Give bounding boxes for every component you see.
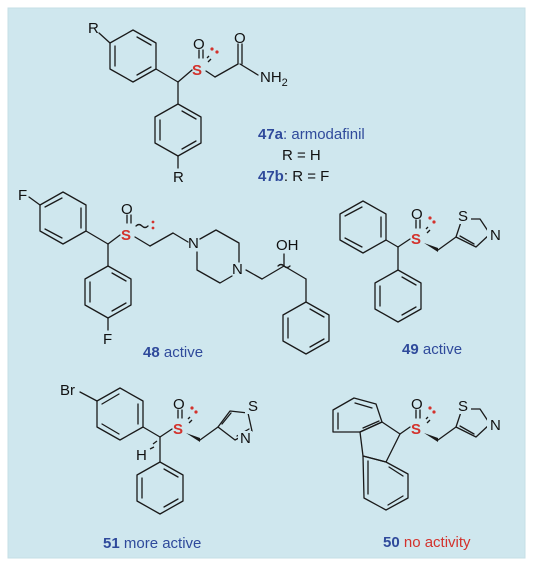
thiazole-sulfur: S: [248, 398, 258, 415]
structure-48: F S O N N OH: [18, 187, 330, 361]
caption-50: 50 no activity: [383, 534, 471, 551]
piperazine-nitrogen: N: [232, 261, 243, 278]
thiazole-nitrogen: N: [240, 430, 251, 447]
fluorene-five-ring: [359, 421, 401, 463]
hydroxyl-group: OH: [276, 237, 299, 254]
caption-47a-substituent: R = H: [282, 147, 321, 164]
background-panel: [7, 7, 526, 559]
oxygen-atom: O: [411, 206, 423, 223]
sulfur-atom: S: [121, 227, 131, 244]
fluorine-atom: F: [103, 331, 112, 348]
fluorene-benzene-ring: [362, 455, 409, 511]
fluorine-atom: F: [18, 187, 27, 204]
thiazole-sulfur: S: [458, 208, 468, 225]
caption-51: 51 more active: [103, 535, 201, 552]
r-substituent-label: R: [88, 20, 99, 37]
structure-49: S O S N 49 active: [339, 200, 501, 358]
oxygen-atom: O: [193, 36, 205, 53]
hydrogen-atom: H: [136, 447, 147, 464]
fluorene-benzene-ring: [332, 397, 383, 433]
thiazole-nitrogen: N: [490, 227, 501, 244]
piperazine-nitrogen: N: [188, 235, 199, 252]
thiazole-ring: [217, 410, 253, 441]
sulfur-atom: S: [173, 421, 183, 438]
thiazole-nitrogen: N: [490, 417, 501, 434]
phenyl-ring: [136, 461, 184, 515]
oxygen-atom: O: [173, 396, 185, 413]
carbonyl-oxygen: O: [234, 30, 246, 47]
amide-nh2: NH2: [260, 69, 288, 89]
thiazole-sulfur: S: [458, 398, 468, 415]
sulfur-atom: S: [411, 231, 421, 248]
r-substituent-label: R: [173, 169, 184, 186]
bromine-atom: Br: [60, 382, 75, 399]
sulfur-atom: S: [411, 421, 421, 438]
phenyl-ring: [374, 269, 422, 323]
structure-50: S O S N 50 no activity: [332, 396, 501, 551]
caption-47b: 47b: R = F: [258, 168, 329, 185]
caption-48: 48 active: [143, 344, 203, 361]
caption-49: 49 active: [402, 341, 462, 358]
caption-47a: 47a: armodafinil: [258, 126, 365, 143]
structure-47: R S O O NH2 R 47a: armodafinil R = H 47b…: [88, 20, 365, 186]
phenyl-ring: [282, 301, 330, 355]
sulfur-atom: S: [192, 62, 202, 79]
oxygen-atom: O: [411, 396, 423, 413]
oxygen-atom: O: [121, 201, 133, 218]
structure-51: Br H S O S N 51 more active: [60, 382, 261, 552]
